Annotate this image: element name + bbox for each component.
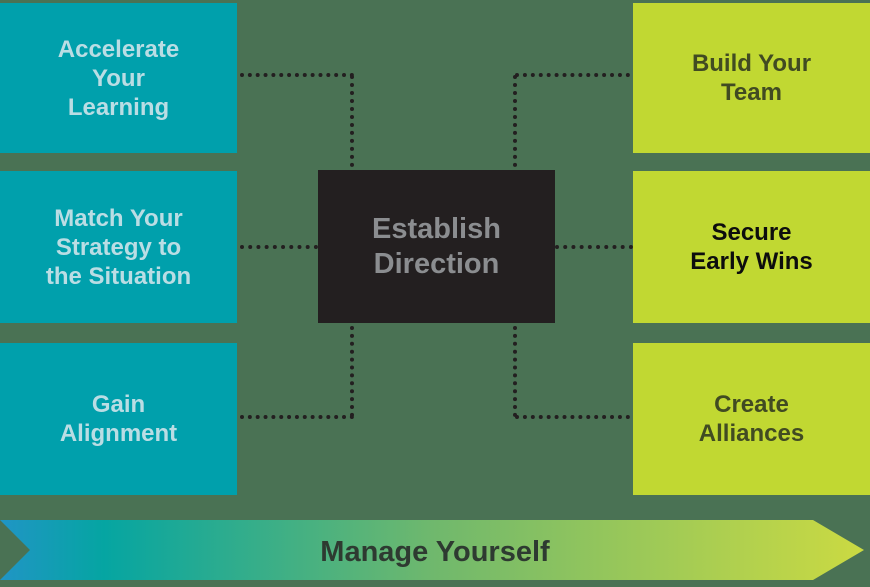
box-secure-early-wins: Secure Early Wins	[633, 171, 870, 323]
box-match-your-strategy: Match Your Strategy to the Situation	[0, 171, 237, 323]
box-build-your-team: Build Your Team	[633, 3, 870, 153]
box-establish-direction: Establish Direction	[318, 170, 555, 323]
connector-middle-left-horizontal	[240, 245, 318, 249]
connector-bottom-left-horizontal	[240, 415, 354, 419]
box-accelerate-your-learning: Accelerate Your Learning	[0, 3, 237, 153]
connector-bottom-right-horizontal	[515, 415, 630, 419]
arrow-shape	[0, 520, 864, 580]
connector-top-left-vertical	[350, 75, 354, 167]
connector-middle-right-horizontal	[555, 245, 633, 249]
manage-yourself-label: Manage Yourself	[320, 536, 550, 568]
box-gain-alignment: Gain Alignment	[0, 343, 237, 495]
connector-top-right-horizontal	[515, 73, 630, 77]
connector-top-right-vertical	[513, 75, 517, 167]
connector-bottom-left-vertical	[350, 326, 354, 417]
manage-yourself-arrow	[0, 520, 864, 580]
connector-bottom-right-vertical	[513, 326, 517, 417]
connector-top-left-horizontal	[240, 73, 354, 77]
box-create-alliances: Create Alliances	[633, 343, 870, 495]
